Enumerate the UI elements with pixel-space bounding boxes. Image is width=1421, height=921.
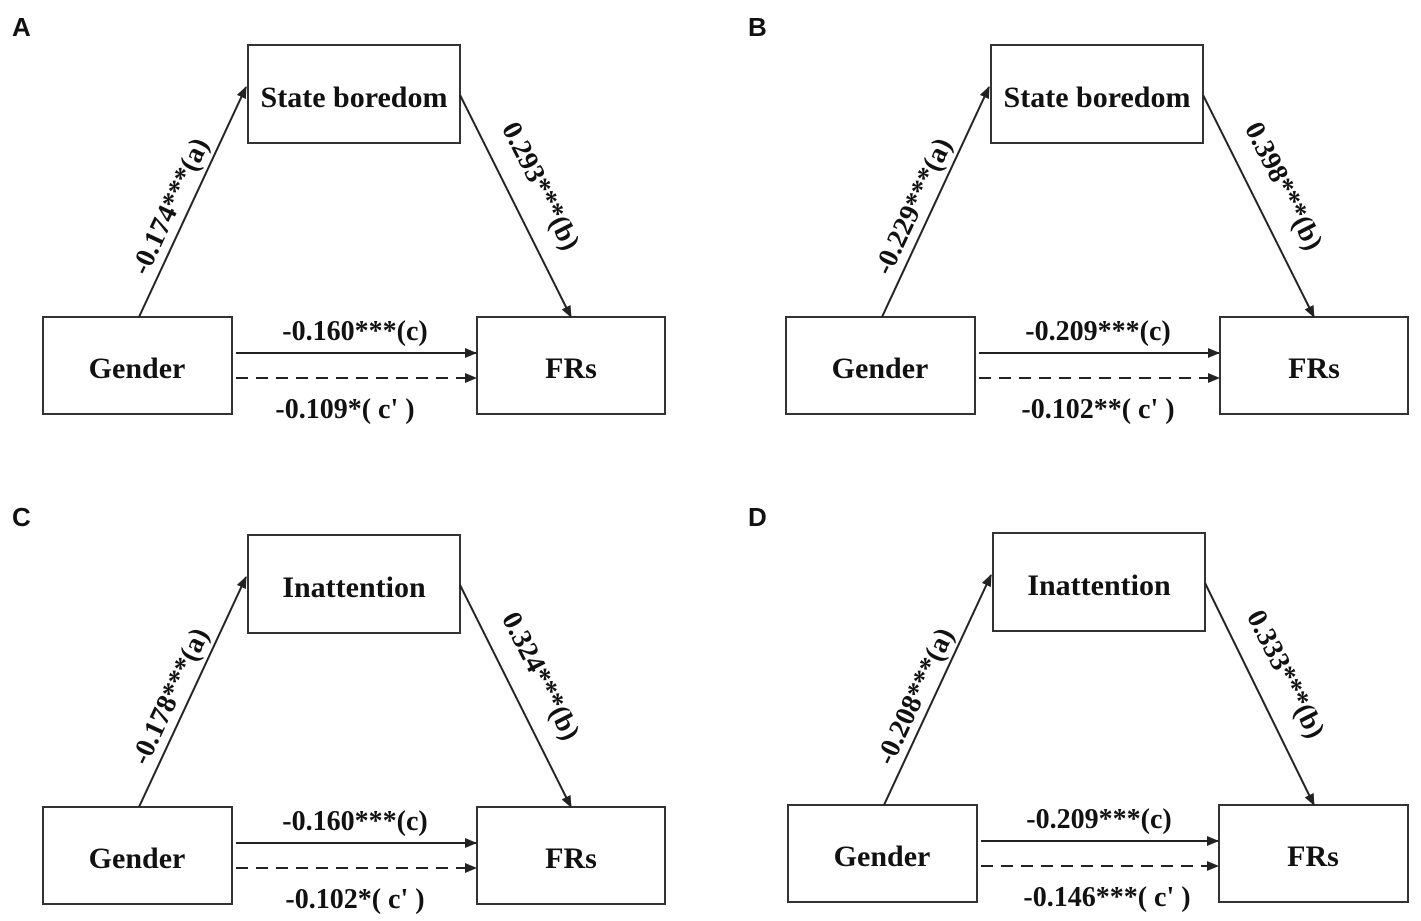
path-a-arrow: [138, 576, 247, 808]
predictor-label: Gender: [89, 842, 186, 875]
outcome-label: FRs: [1287, 840, 1339, 873]
path-a-coefficient: -0.174***(a): [125, 133, 215, 279]
path-b-arrow: [1204, 582, 1315, 806]
panel-d: D Inattention Gender FRs -0.208***(a) 0.…: [748, 502, 1409, 913]
predictor-label: Gender: [89, 352, 186, 385]
mediator-box: [992, 532, 1206, 632]
path-c-coefficient: -0.160***(c): [282, 806, 427, 837]
predictor-label: Gender: [832, 352, 929, 385]
path-c-coefficient: -0.209***(c): [1026, 804, 1171, 835]
panel-a: A State boredom Gender FRs -0.174***(a) …: [12, 12, 666, 425]
path-c-prime-coefficient: -0.102*( c' ): [285, 884, 424, 915]
panel-letter: D: [748, 502, 767, 532]
mediator-label: Inattention: [1027, 569, 1171, 602]
panel-c: C Inattention Gender FRs -0.178***(a) 0.…: [12, 502, 666, 915]
path-b-arrow: [1202, 94, 1315, 318]
panel-letter: C: [12, 502, 31, 532]
path-a-arrow: [881, 86, 990, 318]
predictor-label: Gender: [834, 840, 931, 873]
path-a-coefficient: -0.208***(a): [870, 623, 960, 769]
predictor-box: [787, 804, 978, 903]
outcome-label: FRs: [1288, 352, 1340, 385]
outcome-label: FRs: [545, 842, 597, 875]
path-a-coefficient: -0.229***(a): [868, 133, 958, 279]
path-c-coefficient: -0.160***(c): [282, 316, 427, 347]
outcome-box: [1219, 316, 1409, 415]
outcome-label: FRs: [545, 352, 597, 385]
mediator-box: [247, 534, 461, 634]
predictor-box: [42, 806, 233, 905]
path-b-coefficient: 0.324***(b): [495, 607, 586, 745]
path-a-arrow: [138, 86, 247, 318]
mediator-box: [990, 44, 1204, 144]
panel-letter: A: [12, 12, 31, 42]
path-c-prime-coefficient: -0.102**( c' ): [1021, 394, 1174, 425]
path-b-coefficient: 0.398***(b): [1238, 117, 1329, 255]
path-a-arrow: [883, 574, 992, 806]
mediator-box: [247, 44, 461, 144]
path-b-arrow: [459, 94, 572, 318]
mediator-label: Inattention: [282, 571, 426, 604]
path-c-coefficient: -0.209***(c): [1025, 316, 1170, 347]
path-a-coefficient: -0.178***(a): [125, 623, 215, 769]
path-b-coefficient: 0.293***(b): [495, 117, 586, 255]
path-b-coefficient: 0.333***(b): [1240, 605, 1331, 743]
predictor-box: [785, 316, 976, 415]
outcome-box: [476, 806, 666, 905]
path-c-prime-coefficient: -0.146***( c' ): [1023, 882, 1190, 913]
predictor-box: [42, 316, 233, 415]
mediator-label: State boredom: [1004, 81, 1191, 114]
path-b-arrow: [459, 584, 572, 808]
path-c-prime-coefficient: -0.109*( c' ): [275, 394, 414, 425]
mediator-label: State boredom: [261, 81, 448, 114]
outcome-box: [1218, 804, 1409, 903]
panel-b: B State boredom Gender FRs -0.229***(a) …: [748, 12, 1409, 425]
panel-letter: B: [748, 12, 767, 42]
